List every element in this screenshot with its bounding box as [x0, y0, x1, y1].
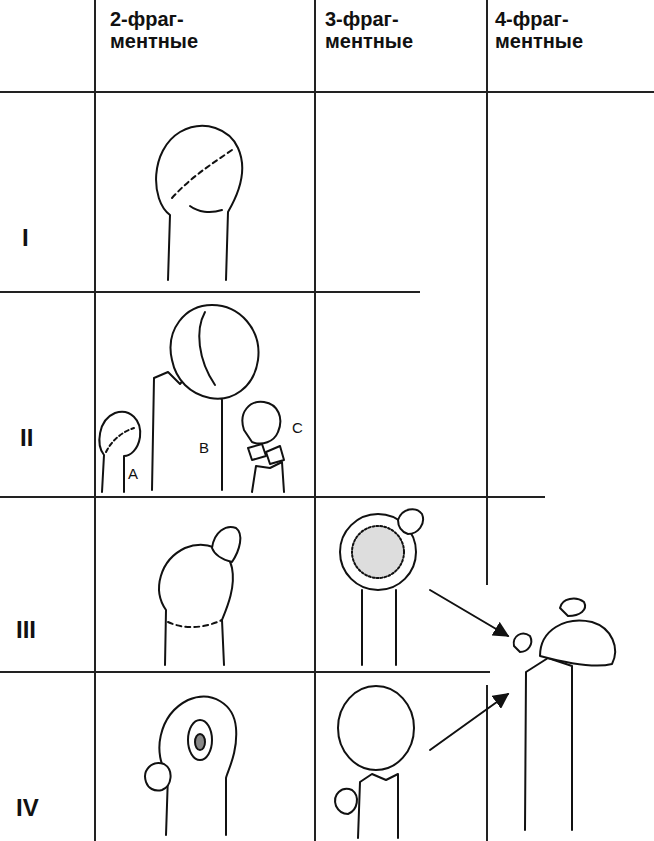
row-number: IV	[16, 795, 39, 821]
humerus-sketches	[99, 126, 615, 838]
variant-letter: A	[128, 466, 138, 483]
humerus-row2-main	[152, 305, 258, 490]
humerus-row1	[156, 126, 242, 280]
column-header: 4-фраг- ментные	[495, 8, 645, 52]
column-header: 2-фраг- ментные	[110, 8, 260, 52]
humerus-row2-c	[242, 402, 284, 492]
humerus-row3-3frag	[340, 509, 508, 665]
column-header: 3-фраг- ментные	[325, 8, 475, 52]
humerus-row3-2frag	[159, 527, 240, 665]
humerus-4frag	[514, 599, 615, 830]
humerus-row4-2frag	[145, 697, 236, 835]
humerus-row4-3frag	[335, 686, 508, 838]
humerus-row2-a	[99, 412, 140, 492]
row-number: III	[16, 617, 36, 643]
variant-letter: C	[292, 420, 303, 437]
row-number: I	[22, 225, 29, 251]
row-number: II	[20, 425, 33, 451]
variant-letter: B	[199, 440, 209, 457]
